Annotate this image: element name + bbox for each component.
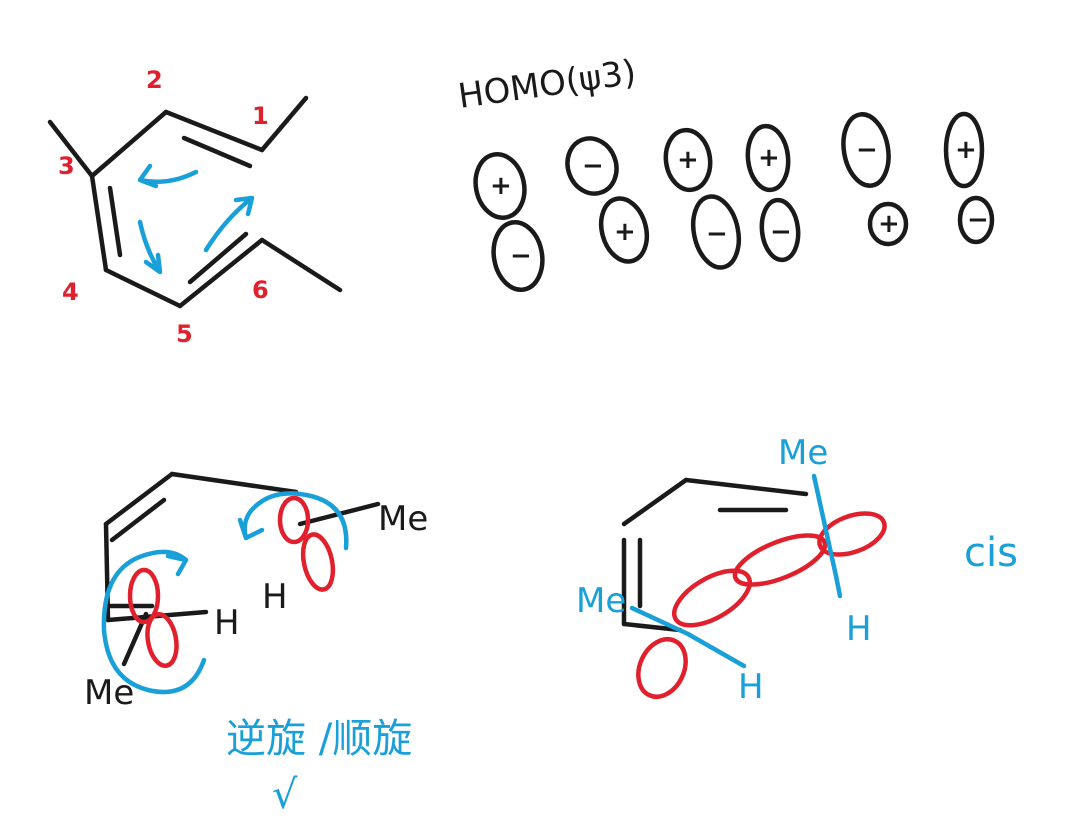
p-orbital-3: + − — [663, 127, 742, 270]
orbital-lobe-hatched — [127, 567, 161, 625]
orbital-lobe-hatched-left — [672, 568, 752, 628]
orbital-lobe-bottom — [759, 197, 801, 263]
stereo-label: cis — [964, 530, 1018, 576]
orbital-sign-top: + — [955, 135, 977, 165]
position-label-3: 3 — [58, 152, 75, 180]
bond-c3-c4-double — [107, 185, 123, 258]
p-orbital-4: + − — [745, 123, 801, 263]
bond-c3-methyl — [47, 119, 95, 179]
orbital-lobe-open — [145, 612, 179, 668]
orbital-sign-bottom: + — [614, 217, 636, 247]
orbital-sign-bottom: − — [706, 219, 728, 249]
ts-bond-1 — [103, 471, 175, 527]
product-bond-me-left — [629, 605, 691, 637]
product-bond-h-bottom — [685, 631, 747, 669]
orbital-sign-top: + — [758, 143, 780, 173]
orbital-lobe-bottom — [598, 196, 650, 264]
electron-flow-arrow-left — [137, 219, 163, 275]
product-sigma-orbital — [636, 511, 887, 699]
ts-label-h-left: H — [262, 577, 288, 617]
ts-bond-2 — [169, 471, 299, 495]
mode-check-mark: √ — [272, 772, 298, 818]
mode-note: 逆旋 /顺旋 — [226, 716, 412, 762]
position-label-1: 1 — [252, 102, 269, 130]
product-bond-4 — [621, 621, 683, 633]
orbital-lobe-bottom — [690, 194, 742, 270]
product-bond-1 — [621, 477, 689, 527]
orbital-lobe-top — [841, 112, 891, 188]
p-orbital-6: + − — [943, 111, 995, 245]
product-label-h-right: H — [846, 609, 872, 649]
position-label-6: 6 — [252, 276, 269, 304]
orbital-sign-bottom: + — [878, 209, 900, 239]
orbital-lobe-top — [473, 152, 527, 220]
rotation-arrow-right — [237, 491, 349, 551]
position-label-4: 4 — [62, 278, 79, 306]
orbital-lobe-top — [745, 123, 791, 193]
homo-panel: HOMO(ψ3) + − − + + − + − — [456, 52, 995, 292]
product-bond-me-top — [811, 473, 839, 579]
rotation-arrow-left — [101, 549, 207, 695]
product-bond-h-right — [833, 573, 843, 599]
orbital-lobe-top — [565, 136, 619, 196]
orbital-lobe-bottom — [867, 201, 909, 247]
orbital-sign-bottom: − — [770, 217, 792, 247]
bond-c6-methyl — [259, 237, 343, 293]
transition-state-structure: Me H H Me 逆旋 /顺旋 √ — [84, 471, 428, 818]
product-label-me-left: Me — [576, 581, 626, 621]
orbital-lobe-hatched-right — [732, 533, 828, 587]
bond-c2-c1 — [163, 109, 265, 153]
orbital-sign-top: + — [677, 145, 699, 175]
orbital-lobe-top — [943, 111, 985, 189]
bond-c2-c1-double — [181, 135, 253, 169]
orbital-lobe-bottom — [957, 195, 995, 245]
product-label-h-bottom: H — [738, 667, 764, 707]
orbital-lobe-open-left — [636, 637, 688, 699]
product-structure: Me H Me H cis — [576, 433, 1018, 707]
bond-c1-methyl — [259, 95, 309, 153]
orbital-lobe-open-right — [817, 511, 887, 557]
product-bond-2 — [683, 477, 809, 497]
p-orbital-1: + − — [473, 152, 545, 292]
ts-label-me-right: Me — [378, 499, 428, 539]
bond-c4-c5 — [103, 267, 183, 309]
orbital-sign-top: − — [856, 135, 878, 165]
position-label-2: 2 — [146, 66, 163, 94]
orbital-lobe-hatched — [277, 495, 311, 545]
p-orbital-2: − + — [565, 136, 650, 264]
electron-flow-arrow-top — [137, 163, 199, 189]
orbital-sign-top: + — [490, 171, 512, 201]
ts-label-h-right: H — [214, 603, 240, 643]
orbital-lobe-bottom — [491, 220, 545, 292]
orbital-sign-top: − — [582, 151, 604, 181]
orbital-lobe-open — [300, 532, 336, 592]
position-label-5: 5 — [176, 320, 193, 348]
ts-orbital-left — [127, 567, 179, 668]
homo-title: HOMO(ψ3) — [456, 52, 639, 117]
product-label-me-top: Me — [778, 433, 828, 473]
ts-bond-1-double — [109, 497, 167, 543]
electron-flow-arrow-right — [203, 195, 255, 253]
orbital-sign-bottom: − — [510, 241, 532, 271]
orbital-lobe-top — [663, 127, 713, 193]
bond-c3-c2 — [89, 109, 169, 179]
ts-label-me-bottom: Me — [84, 673, 134, 713]
bond-c5-c6-double — [187, 231, 249, 285]
orbital-sign-bottom: − — [967, 205, 989, 235]
bond-c5-c6 — [177, 237, 265, 309]
bond-c3-c4 — [89, 173, 109, 273]
hexatriene-structure: 1 2 3 4 5 6 — [47, 66, 343, 348]
ts-orbital-right — [277, 495, 336, 592]
p-orbital-5: − + — [841, 112, 909, 247]
